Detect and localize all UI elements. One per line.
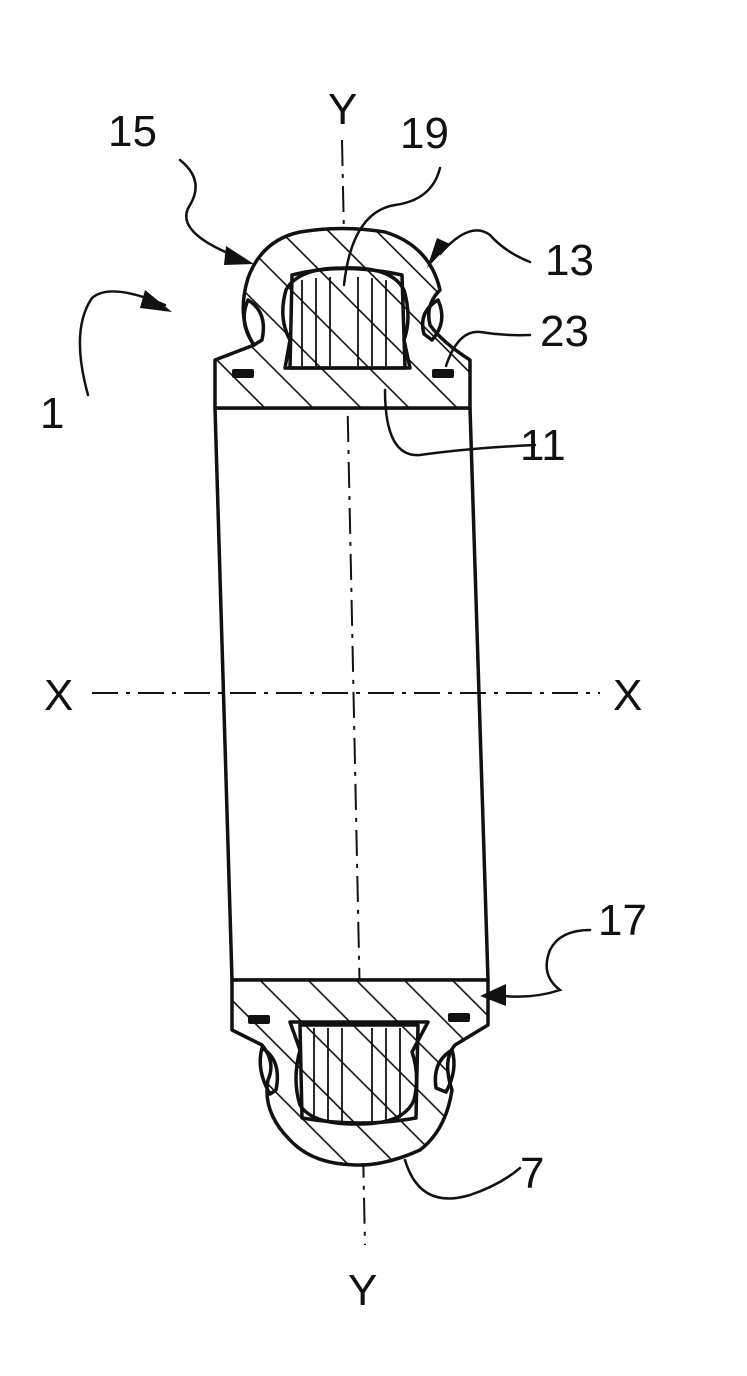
label-1: 1 (40, 389, 64, 438)
leader-7 (405, 1160, 520, 1198)
label-11: 11 (520, 421, 566, 470)
lower-gasket-right (448, 1013, 470, 1022)
label-7: 7 (520, 1149, 544, 1198)
label-23: 23 (540, 307, 589, 356)
leader-13 (440, 230, 530, 262)
label-15: 15 (108, 107, 157, 156)
label-17: 17 (598, 896, 647, 945)
arrowhead-13 (427, 238, 450, 268)
upper-gasket-right (432, 369, 454, 378)
leader-17 (495, 930, 590, 997)
label-axis-y-top: Y (328, 85, 357, 134)
label-axis-y-bottom: Y (348, 1266, 377, 1315)
lower-bushing (232, 980, 488, 1165)
lower-gasket-left (248, 1015, 270, 1024)
label-13: 13 (545, 236, 594, 285)
label-19: 19 (400, 109, 449, 158)
arrowhead-15 (224, 246, 254, 265)
leader-15 (180, 160, 240, 258)
upper-gasket-left (232, 369, 254, 378)
label-axis-x-left: X (44, 671, 73, 720)
arrowhead-1 (140, 290, 172, 312)
label-axis-x-right: X (613, 671, 642, 720)
